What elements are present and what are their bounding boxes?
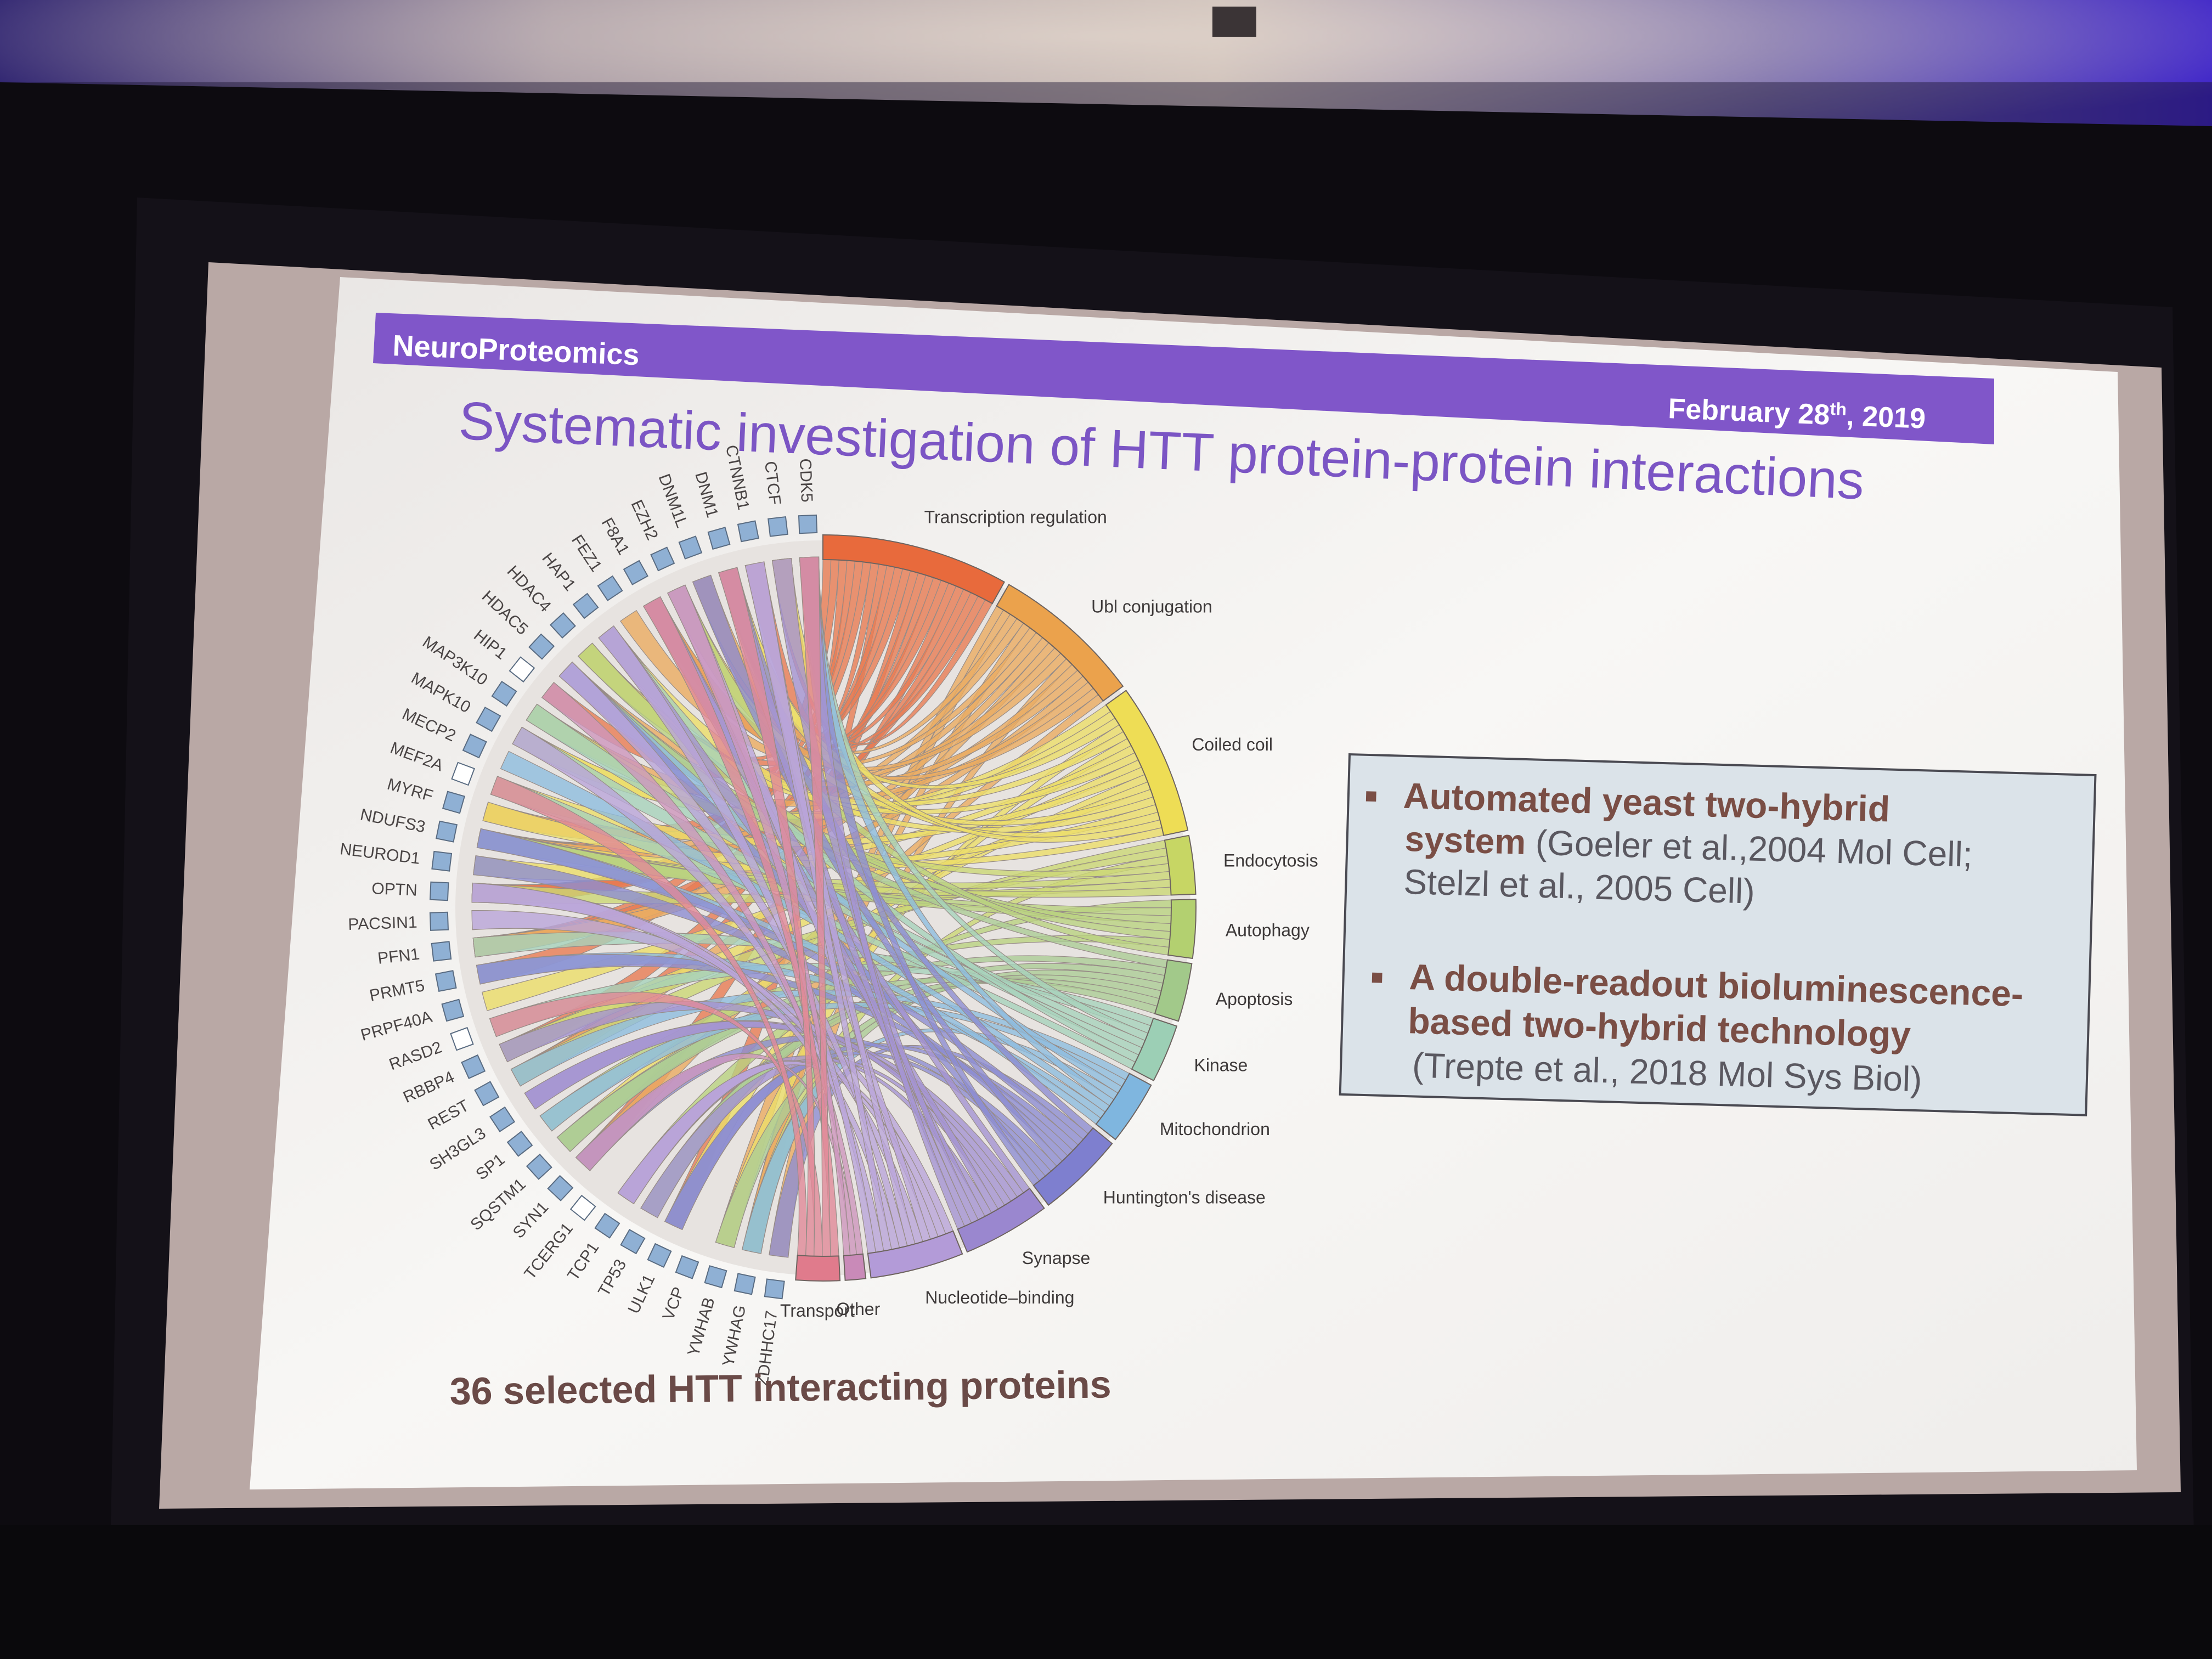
category-arc <box>957 1187 1045 1253</box>
protein-node <box>462 733 487 759</box>
protein-node <box>442 791 466 814</box>
protein-node <box>461 1054 486 1079</box>
category-label: Synapse <box>1022 1248 1091 1268</box>
protein-node <box>678 535 703 560</box>
chord-ribbon <box>575 1053 857 1259</box>
ceiling-speaker <box>1212 7 1256 37</box>
protein-node <box>650 546 675 572</box>
category-label: Transport <box>780 1301 855 1321</box>
category-label: Coiled coil <box>1192 735 1273 754</box>
protein-node <box>435 820 458 843</box>
category-label: Apoptosis <box>1216 989 1293 1009</box>
category-label: Nucleotide–binding <box>925 1288 1074 1307</box>
category-label: Autophagy <box>1226 920 1310 940</box>
category-arc <box>1032 1127 1113 1206</box>
category-arc <box>1131 1017 1178 1081</box>
chord-ribbon <box>718 567 815 1260</box>
protein-node <box>569 1194 596 1221</box>
protein-node <box>597 575 623 601</box>
protein-node <box>476 706 501 732</box>
category-arc <box>1105 690 1189 837</box>
protein-node <box>623 560 648 585</box>
protein-label: OPTN <box>371 879 418 900</box>
protein-node <box>474 1081 500 1107</box>
category-label: Transcription regulation <box>924 507 1107 527</box>
category-label: Kinase <box>1194 1055 1248 1075</box>
protein-node <box>509 656 535 683</box>
category-arc <box>1095 1073 1152 1141</box>
protein-node <box>429 911 449 931</box>
protein-node <box>798 514 818 534</box>
figure-caption: 36 selected HTT interacting proteins <box>449 1363 1111 1413</box>
protein-node <box>675 1255 699 1279</box>
chord-ribbon <box>489 991 823 1260</box>
protein-node <box>528 633 555 660</box>
protein-node <box>594 1212 620 1239</box>
category-arc <box>1154 959 1193 1022</box>
bullet-1-marker: ■ <box>1364 785 1378 808</box>
protein-label: PACSIN1 <box>348 913 417 934</box>
bullet-1-line-3: Stelzl et al., 2005 Cell) <box>1403 862 1756 911</box>
protein-node <box>506 1130 533 1157</box>
chord-ribbon <box>667 584 851 1259</box>
protein-node <box>733 1273 756 1295</box>
chord-ribbons <box>471 556 1175 1260</box>
chord-ribbon <box>771 557 980 1226</box>
category-label: Endocytosis <box>1223 851 1318 871</box>
protein-node <box>737 520 759 543</box>
protein-label: CDK5 <box>796 458 816 503</box>
protein-node <box>549 612 576 639</box>
protein-node <box>431 850 453 872</box>
protein-node <box>572 592 599 619</box>
protein-node <box>547 1175 574 1201</box>
protein-node <box>489 1106 516 1132</box>
protein-node <box>441 998 465 1022</box>
protein-node <box>431 941 452 962</box>
protein-node <box>435 970 457 992</box>
info-box-frame <box>1339 753 2097 1116</box>
chord-ribbon <box>510 989 1132 1087</box>
category-arc <box>822 534 1006 605</box>
category-label: Other <box>836 1299 880 1319</box>
protein-node <box>620 1228 646 1255</box>
category-arc <box>996 584 1124 702</box>
chord-ribbon <box>742 1028 1121 1254</box>
protein-node <box>764 1278 785 1300</box>
date-label: February 28th, 2019 <box>1668 392 1927 435</box>
chord-ribbon <box>799 556 831 1260</box>
category-arc <box>1167 899 1197 960</box>
category-arc <box>795 1255 841 1282</box>
protein-node <box>707 527 731 550</box>
protein-node <box>768 516 788 537</box>
header-bar <box>373 313 1994 444</box>
protein-node <box>429 881 449 901</box>
category-arc <box>867 1230 963 1279</box>
protein-node <box>451 761 475 786</box>
category-label: Huntington's disease <box>1103 1188 1266 1207</box>
info-box: ■ Automated yeast two-hybrid system (Goe… <box>1339 753 2097 1116</box>
category-label: Mitochondrion <box>1160 1119 1270 1139</box>
category-arc <box>843 1253 867 1281</box>
protein-node <box>450 1026 474 1051</box>
category-label: Ubl conjugation <box>1091 596 1212 616</box>
stage-floor <box>0 1525 2212 1659</box>
chord-ribbon <box>490 776 807 1259</box>
chord-ribbon <box>769 1045 1091 1258</box>
protein-node <box>491 680 517 707</box>
protein-node <box>704 1265 727 1289</box>
bullet-2-marker: ■ <box>1370 966 1384 989</box>
category-arc <box>1164 834 1197 896</box>
protein-node <box>526 1153 552 1180</box>
protein-node <box>647 1243 672 1268</box>
